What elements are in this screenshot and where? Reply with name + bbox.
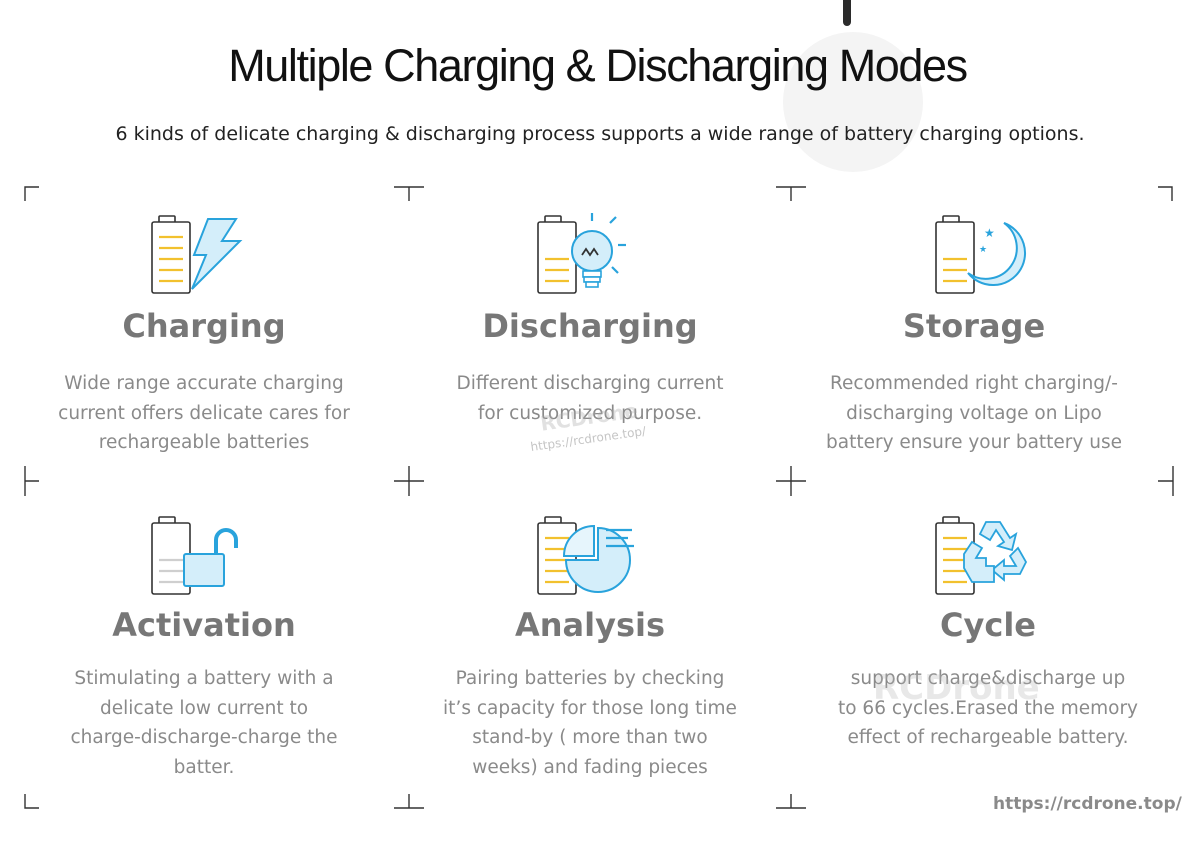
- battery-recycle-icon: [934, 514, 1038, 600]
- charger-cable-decoration: [843, 0, 851, 26]
- grid-cross-mark: [776, 466, 806, 496]
- mode-card-charging: Charging Wide range accurate charging cu…: [14, 205, 394, 465]
- mode-heading: Activation: [112, 606, 296, 644]
- grid-corner-mark: [24, 186, 40, 202]
- grid-cross-mark: [394, 466, 424, 496]
- page-subtitle: 6 kinds of delicate charging & dischargi…: [115, 123, 1085, 145]
- mode-heading: Discharging: [482, 307, 698, 345]
- grid-tee-mark: [394, 794, 424, 810]
- watermark-brand: RCDrone: [873, 668, 1040, 708]
- mode-heading: Analysis: [514, 606, 666, 644]
- mode-description: Stimulating a battery with a delicate lo…: [70, 668, 338, 778]
- grid-corner-mark: [24, 794, 40, 810]
- footer-url: https://rcdrone.top/: [993, 794, 1182, 814]
- svg-text:★: ★: [984, 226, 995, 240]
- mode-heading: Charging: [122, 307, 286, 345]
- mode-heading: Storage: [902, 307, 1046, 345]
- svg-text:★: ★: [979, 245, 987, 255]
- mode-description: Different discharging current for custom…: [456, 373, 724, 424]
- page-title: Multiple Charging & Discharging Modes: [228, 40, 968, 91]
- mode-card-storage: ★ ★ Storage Recommended right charging/-…: [784, 205, 1164, 465]
- mode-description: Wide range accurate charging current off…: [58, 373, 350, 453]
- grid-corner-mark: [1158, 186, 1174, 202]
- grid-tee-mark: [776, 186, 806, 202]
- mode-heading: Cycle: [940, 606, 1036, 644]
- battery-moon-icon: ★ ★: [934, 215, 1034, 299]
- mode-card-cycle: Cycle support charge&discharge up to 66 …: [798, 510, 1178, 790]
- grid-tee-mark: [24, 466, 40, 496]
- mode-card-activation: Activation Stimulating a battery with a …: [14, 510, 394, 790]
- mode-description: Recommended right charging/- discharging…: [826, 373, 1122, 453]
- mode-description: Pairing batteries by checking it’s capac…: [443, 668, 737, 778]
- background-glow-circle: [783, 32, 923, 172]
- battery-lightbulb-icon: [536, 211, 636, 301]
- grid-tee-mark: [1158, 466, 1174, 496]
- battery-lightning-icon: [150, 215, 250, 299]
- mode-description: support charge&discharge up to 66 cycles…: [837, 668, 1139, 748]
- grid-tee-mark: [394, 186, 424, 202]
- battery-unlock-icon: [150, 514, 250, 600]
- grid-tee-mark: [776, 794, 806, 810]
- mode-card-analysis: Analysis Pairing batteries by checking i…: [400, 510, 780, 790]
- mode-card-discharging: Discharging Different discharging curren…: [400, 205, 780, 465]
- battery-pie-chart-icon: [536, 514, 640, 600]
